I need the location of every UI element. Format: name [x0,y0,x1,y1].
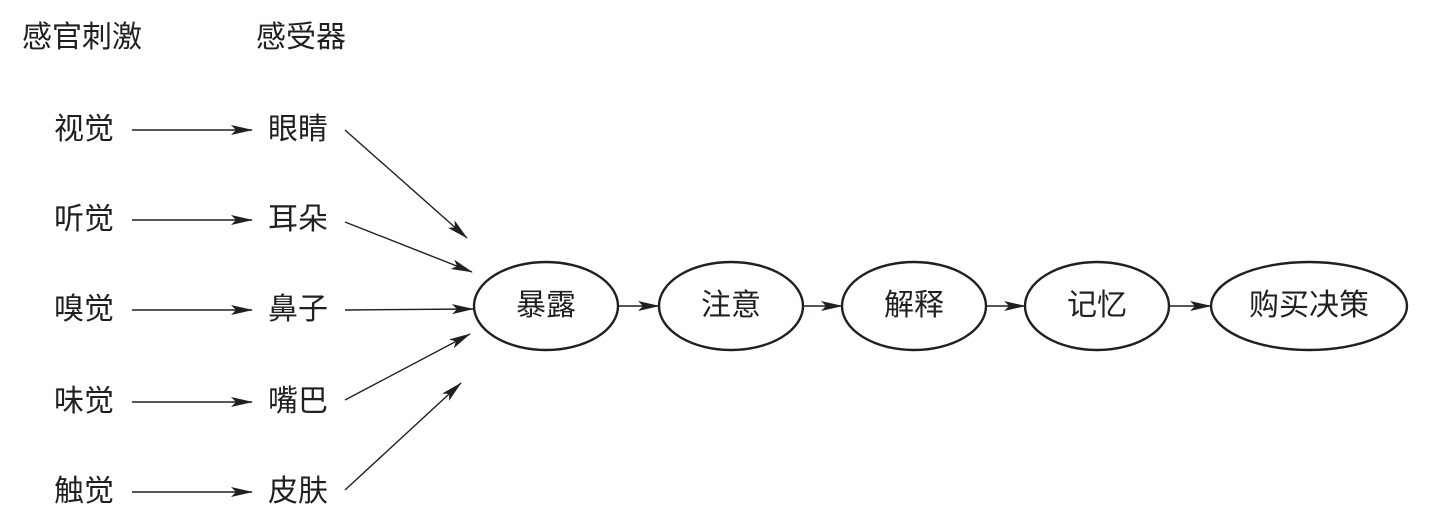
header-sensory-stimuli: 感官刺激 [22,20,142,55]
stimulus-taste: 味觉 [54,384,114,419]
stimulus-touch: 触觉 [54,474,114,509]
node-purchase-decision-label: 购买决策 [1249,288,1369,323]
arrow-mouth-to-exposure [344,333,471,401]
stimulus-vision: 视觉 [54,112,114,147]
arrow-nose-to-exposure [344,304,474,315]
arrow-skin-to-exposure [344,382,462,491]
header-receptors: 感受器 [256,20,346,55]
receptor-ears: 耳朵 [268,202,328,237]
arrow-ears-to-exposure [344,221,473,273]
arrow-eyes-to-exposure [344,129,468,239]
node-memory-label: 记忆 [1067,288,1127,323]
node-exposure [472,260,620,352]
stimulus-smell: 嗅觉 [54,292,114,327]
receptor-nose: 鼻子 [268,292,328,327]
receptor-skin: 皮肤 [268,474,328,509]
node-exposure-label: 暴露 [516,288,576,323]
receptor-mouth: 嘴巴 [268,384,328,419]
stimulus-hearing: 听觉 [54,202,114,237]
node-interpretation-label: 解释 [884,288,944,323]
receptor-eyes: 眼睛 [268,112,328,147]
node-attention-label: 注意 [701,288,761,323]
